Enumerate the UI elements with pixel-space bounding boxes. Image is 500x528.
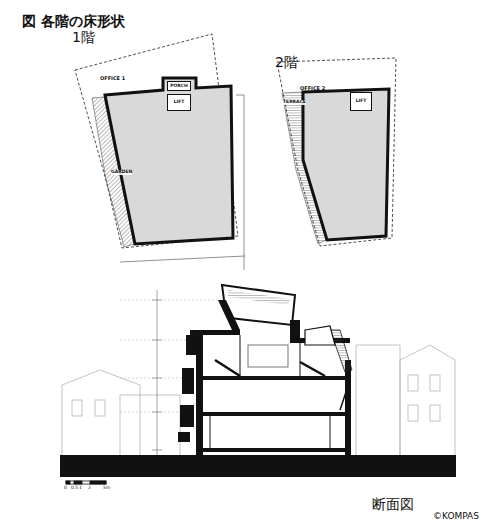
drawing-caption: 断面図	[372, 497, 414, 512]
site-outline: LIFT OFFICE 2 2階	[275, 55, 400, 265]
lift-box: LIFT	[167, 94, 191, 111]
figure-title: 図 各階の床形状	[22, 14, 125, 29]
scale-number: 5m	[103, 486, 110, 491]
office-floor-shape	[300, 86, 392, 243]
lift-box: LIFT	[350, 92, 372, 111]
floor-heading: 1階	[72, 30, 95, 45]
scale-number: 0.5	[71, 486, 78, 491]
floor-heading: 2階	[275, 55, 298, 70]
porch-box: PORCH	[167, 81, 191, 91]
site-outline: PORCH LIFT OFFICE 1 1階	[72, 30, 244, 266]
scale-number: 2	[88, 486, 91, 491]
scale-number: 1	[79, 486, 82, 491]
office-floor: LIFT OFFICE 2	[300, 86, 392, 243]
area-label: GARDEN	[111, 170, 132, 175]
section-drawing	[60, 285, 456, 484]
box-label: LIFT	[174, 100, 185, 105]
copyright-note: ©KOMPAS	[433, 512, 479, 522]
room-name: OFFICE 2	[300, 86, 325, 92]
box-label: PORCH	[170, 84, 188, 89]
office-floor: PORCH LIFT OFFICE 1	[100, 76, 237, 248]
room-name: OFFICE 1	[100, 76, 125, 82]
scale-number: 0	[64, 486, 67, 491]
box-label: LIFT	[356, 99, 367, 104]
area-label: TERRACE	[283, 100, 306, 105]
